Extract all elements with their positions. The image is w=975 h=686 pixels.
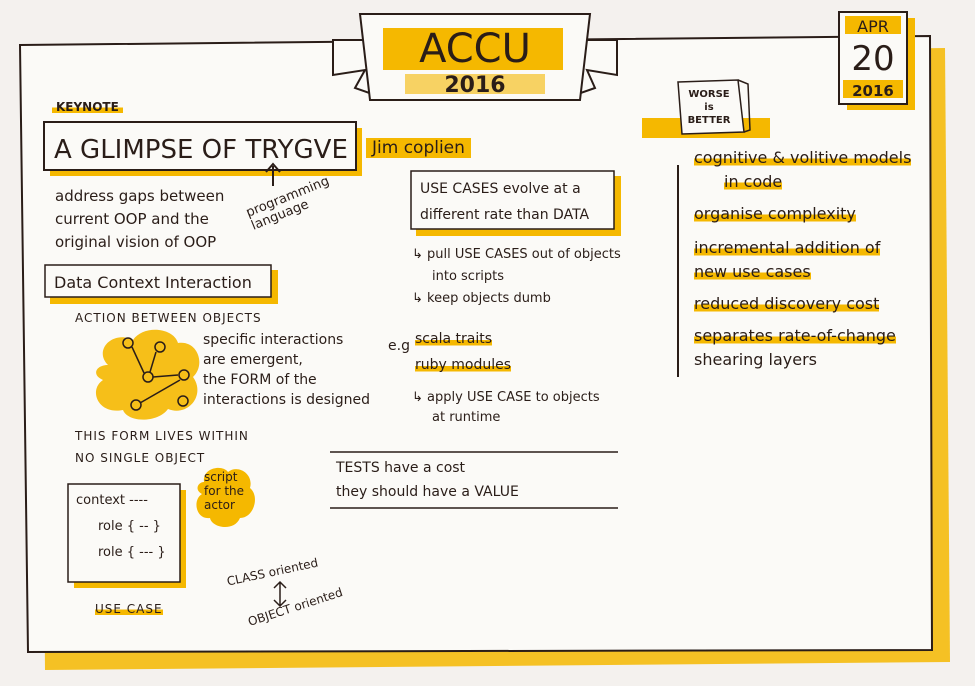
use-cases-text: USE CASES evolve at a different rate tha… — [420, 176, 589, 228]
book-title: WORSE is BETTER — [684, 88, 734, 127]
context-line: context ---- — [76, 493, 148, 508]
script-note: script for the actor — [204, 470, 244, 512]
talk-title: A GLIMPSE OF TRYGVE — [54, 135, 348, 165]
eg-label: e.g — [388, 338, 410, 354]
accu-banner: ACCU 2016 — [332, 13, 618, 101]
benefit-item: incremental addition of new use cases — [694, 238, 881, 281]
form-lives-text: THIS FORM LIVES WITHIN NO SINGLE OBJECT — [75, 425, 249, 469]
context-code: context ---- role { -- } role { --- } — [76, 488, 166, 566]
form-lives-line: NO SINGLE OBJECT — [75, 451, 206, 465]
role-line: role { --- } — [98, 545, 166, 560]
intro-line: address gaps between — [55, 187, 225, 205]
date-day: 20 — [851, 39, 894, 79]
interactions-line: are emergent, — [203, 352, 303, 368]
benefit-item: organise complexity — [694, 204, 856, 223]
dci-label: Data Context Interaction — [54, 273, 252, 292]
talk-title-box: A GLIMPSE OF TRYGVE — [43, 121, 362, 176]
banner-title: ACCU — [419, 26, 531, 72]
arrow-return-icon: ↳ — [412, 291, 428, 306]
benefit-item: separates rate-of-change shearing layers — [694, 326, 896, 369]
object-cloud-diagram — [95, 329, 200, 420]
bullet-item: ↳ pull USE CASES out of objects — [412, 247, 621, 262]
interactions-line: the FORM of the — [203, 372, 317, 388]
banner-year: 2016 — [444, 73, 505, 98]
script-note-line: script — [204, 470, 238, 484]
keynote-label: KEYNOTE — [52, 100, 123, 114]
tests-text: TESTS have a cost they should have a VAL… — [336, 456, 519, 504]
benefit-item: reduced discovery cost — [694, 294, 880, 313]
dci-box — [44, 264, 278, 304]
script-note-line: for the — [204, 484, 245, 498]
use-case-label: USE CASE — [95, 602, 163, 616]
script-note-cloud — [196, 467, 255, 528]
tests-line: they should have a VALUE — [336, 484, 519, 500]
script-note-line: actor — [204, 498, 235, 512]
arrow-return-icon: ↳ — [412, 390, 428, 405]
tests-rules — [330, 451, 618, 509]
intro-text: address gaps between current OOP and the… — [55, 185, 224, 254]
action-between-objects: ACTION BETWEEN OBJECTS — [75, 311, 262, 325]
book-line: WORSE — [688, 89, 730, 100]
tests-line: TESTS have a cost — [336, 460, 466, 476]
form-lives-line: THIS FORM LIVES WITHIN — [75, 429, 249, 443]
arrow-return-icon: ↳ — [412, 247, 428, 262]
intro-line: current OOP and the — [55, 210, 209, 228]
date-month: APR — [857, 17, 889, 36]
example-item: ruby modules — [415, 357, 512, 373]
benefits-list: cognitive & volitive models in code orga… — [694, 146, 912, 372]
intro-line: original vision of OOP — [55, 233, 217, 251]
arrow-up-icon — [265, 162, 281, 186]
speaker-name: Jim coplien — [366, 138, 471, 158]
book-line: BETTER — [687, 115, 731, 126]
use-cases-box — [410, 170, 621, 236]
interactions-line: interactions is designed — [203, 392, 371, 408]
date-block: APR 20 2016 — [838, 11, 915, 110]
example-item: scala traits — [415, 331, 492, 347]
use-cases-line: different rate than DATA — [420, 207, 590, 223]
bullet-continuation: into scripts — [432, 269, 505, 284]
double-arrow-icon — [273, 580, 287, 608]
right-list-rule — [677, 165, 679, 377]
apply-continuation: at runtime — [432, 410, 501, 425]
middle-bullets: ↳ pull USE CASES out of objects into scr… — [412, 244, 621, 310]
worse-is-better-book — [642, 79, 770, 138]
bullet-item: ↳ keep objects dumb — [412, 291, 551, 306]
role-line: role { -- } — [98, 519, 161, 534]
book-line: is — [704, 102, 714, 113]
examples: scala traits ruby modules — [415, 326, 512, 378]
context-box — [67, 483, 186, 588]
use-cases-line: USE CASES evolve at a — [420, 181, 581, 197]
interactions-line: specific interactions — [203, 332, 344, 348]
date-year: 2016 — [852, 82, 894, 100]
interactions-text: specific interactions are emergent, the … — [203, 330, 370, 410]
apply-use-case: ↳ apply USE CASE to objects at runtime — [412, 388, 600, 428]
benefit-item: cognitive & volitive models in code — [694, 148, 912, 191]
